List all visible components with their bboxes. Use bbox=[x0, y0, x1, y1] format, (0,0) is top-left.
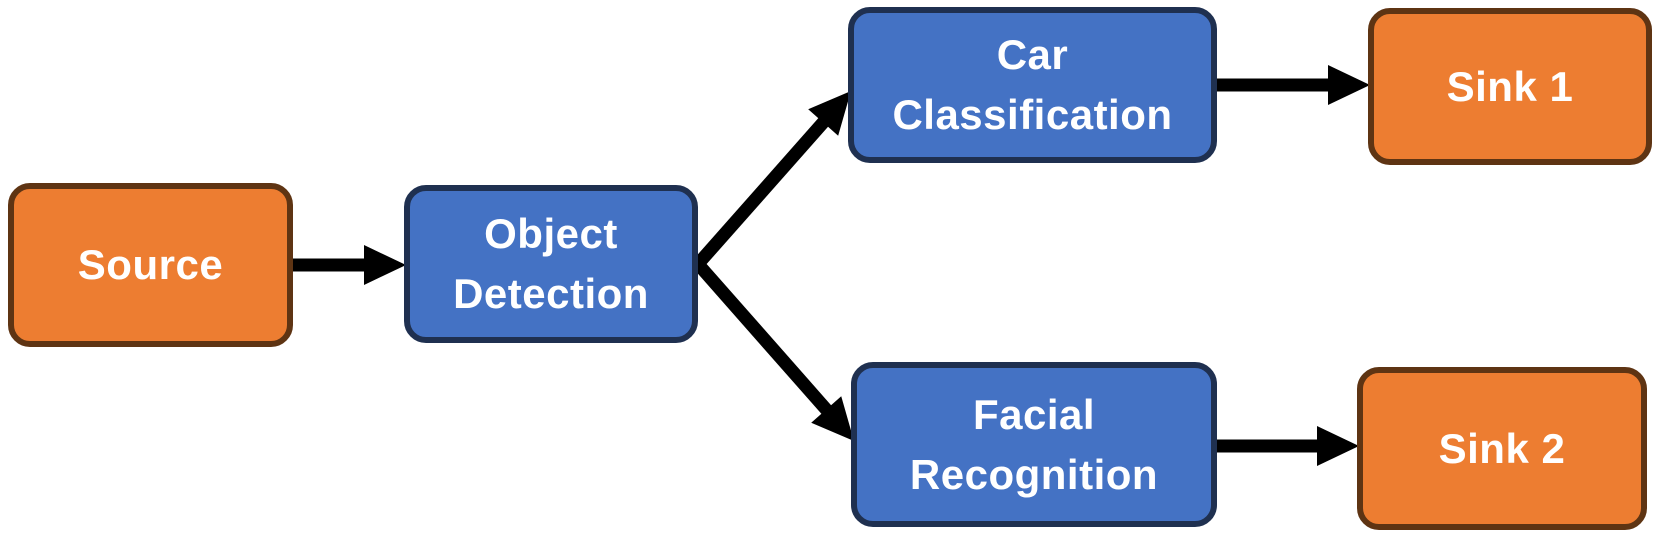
edge-facial-recognition-to-sink-2 bbox=[1217, 426, 1359, 466]
edge-car-classification-to-sink-1 bbox=[1217, 65, 1370, 105]
node-sink-2: Sink 2 bbox=[1357, 367, 1647, 530]
node-sink-1: Sink 1 bbox=[1368, 8, 1652, 165]
node-label: Classification bbox=[892, 91, 1173, 138]
edge-shaft bbox=[693, 259, 833, 416]
node-label: Facial bbox=[972, 390, 1096, 438]
node-label: Recognition bbox=[909, 450, 1159, 498]
arrowhead-icon bbox=[811, 396, 854, 441]
node-label: Car bbox=[996, 31, 1069, 78]
node-label: Object bbox=[484, 210, 618, 257]
node-label: Sink 2 bbox=[1438, 424, 1566, 472]
arrowhead-icon bbox=[808, 91, 851, 136]
edge-object-detection-to-facial-recognition bbox=[693, 259, 854, 441]
edge-shaft bbox=[693, 116, 830, 269]
node-label: Detection bbox=[453, 270, 649, 317]
edge-source-to-object-detection bbox=[292, 245, 406, 285]
arrowhead-icon bbox=[364, 245, 406, 285]
node-label: Source bbox=[77, 241, 224, 288]
arrowhead-icon bbox=[1328, 65, 1370, 105]
edge-object-detection-to-car-classification bbox=[693, 91, 851, 269]
arrowhead-icon bbox=[1317, 426, 1359, 466]
node-label: Sink 1 bbox=[1446, 62, 1574, 110]
node-source: Source bbox=[8, 183, 293, 347]
